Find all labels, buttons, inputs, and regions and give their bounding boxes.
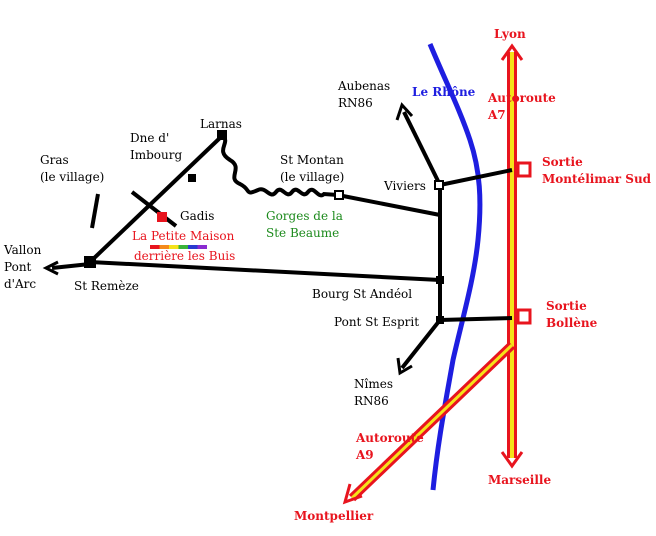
marker-st-remeze <box>84 256 96 268</box>
label-bourg-st-andeol: Bourg St Andéol <box>312 287 413 301</box>
road-gras <box>90 193 100 229</box>
marker-bourg <box>436 276 444 284</box>
arrow-marseille <box>500 451 524 469</box>
label-larnas: Larnas <box>200 117 242 131</box>
rainbow-segment <box>178 245 188 249</box>
exit-montelimar <box>516 161 532 178</box>
marker-petite-maison <box>157 212 167 222</box>
rhone-river <box>427 43 483 491</box>
label-sortie-montelimar: Sortie Montélimar Sud <box>542 155 652 186</box>
road-nimes <box>400 318 442 370</box>
label-autoroute-a9: Autoroute A9 <box>356 431 424 462</box>
label-marseille: Marseille <box>488 473 552 487</box>
marker-larnas <box>217 130 227 140</box>
label-sortie-bollene: Sortie Bollène <box>546 299 598 330</box>
rainbow-segment <box>150 245 160 249</box>
arrow-vallon <box>42 260 59 276</box>
road-vallon <box>51 262 91 270</box>
arrow-montpellier <box>342 483 363 505</box>
rainbow-segment <box>197 245 207 249</box>
road-st-remeze-bourg <box>89 260 441 282</box>
label-le-rhone: Le Rhône <box>412 85 476 99</box>
road-aubenas <box>402 111 442 186</box>
label-gras: Gras (le village) <box>40 153 105 184</box>
label-aubenas: Aubenas RN86 <box>338 79 391 110</box>
arrow-aubenas <box>395 102 414 121</box>
roads <box>51 111 513 370</box>
road-gadis-spur <box>130 190 178 228</box>
label-vallon: Vallon Pont d'Arc <box>4 243 42 291</box>
marker-viviers <box>434 180 444 190</box>
rainbow-segment <box>159 245 169 249</box>
rainbow-segment <box>169 245 179 249</box>
label-st-montan: St Montan (le village) <box>280 153 345 184</box>
road-st-remeze-larnas <box>88 134 224 264</box>
label-st-remeze: St Remèze <box>74 279 139 293</box>
label-petite-maison: La Petite Maison <box>132 229 235 243</box>
rainbow-bar <box>150 245 207 249</box>
road-st-montan-viviers <box>337 193 441 217</box>
gorges-road <box>220 134 339 198</box>
label-montpellier: Montpellier <box>294 509 374 523</box>
label-autoroute-a7: Autoroute A7 <box>488 91 556 122</box>
road-pont-bollene <box>439 316 513 322</box>
autoroute-a9-inner <box>350 343 514 500</box>
exit-bollene <box>516 308 532 325</box>
label-viviers: Viviers <box>384 179 426 193</box>
arrow-lyon <box>500 43 524 61</box>
label-gorges: Gorges de la Ste Beaume <box>266 209 343 240</box>
label-pont-st-esprit: Pont St Esprit <box>334 315 420 329</box>
road-viviers-montelimar <box>439 168 513 187</box>
label-dne-imbourg: Dne d' Imbourg <box>130 131 183 162</box>
marker-st-montan <box>334 190 344 200</box>
marker-imbourg <box>188 174 196 182</box>
label-gadis: Gadis <box>180 209 215 223</box>
label-lyon: Lyon <box>494 27 526 41</box>
rainbow-segment <box>188 245 198 249</box>
label-nimes: Nîmes RN86 <box>354 377 393 408</box>
label-derriere-buis: derrière les Buis <box>134 249 236 263</box>
arrow-nimes <box>396 357 413 376</box>
marker-pont <box>436 316 444 324</box>
